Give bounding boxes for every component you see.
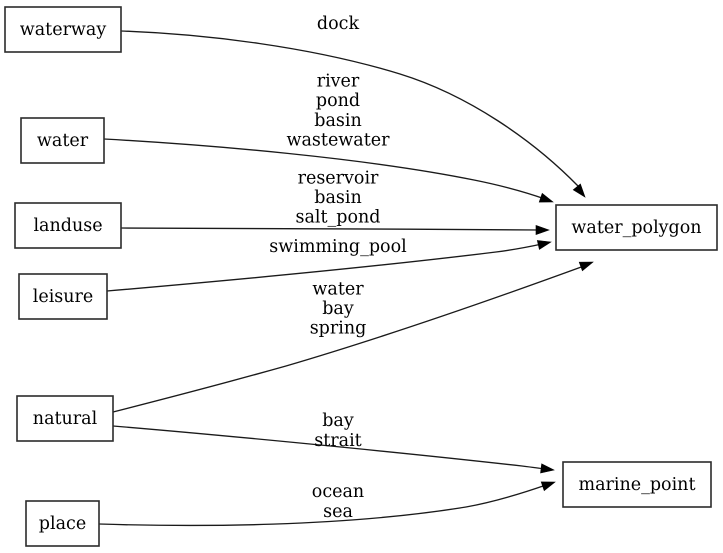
node-label-water: water: [37, 131, 89, 151]
node-natural[interactable]: natural: [16, 395, 114, 442]
edge-natural-to-water_polygon: [112, 261, 594, 413]
node-box[interactable]: [20, 117, 105, 164]
node-place[interactable]: place: [25, 500, 100, 547]
arrowhead-icon: [572, 183, 586, 198]
arrowhead-icon: [538, 192, 554, 203]
node-label-waterway: waterway: [20, 20, 107, 40]
arrowhead-icon: [540, 481, 556, 492]
edges-layer: [98, 30, 594, 527]
arrowhead-icon: [535, 224, 550, 236]
edge-line: [106, 243, 543, 292]
node-box[interactable]: [4, 6, 122, 53]
node-box[interactable]: [555, 204, 718, 251]
node-waterway[interactable]: waterway: [4, 6, 122, 53]
node-water_polygon[interactable]: water_polygon: [555, 204, 718, 251]
node-label-place: place: [39, 514, 86, 534]
node-label-water_polygon: water_polygon: [571, 218, 701, 238]
node-water[interactable]: water: [20, 117, 105, 164]
edge-waterway-to-water_polygon: [120, 30, 586, 198]
node-box[interactable]: [562, 461, 712, 508]
nodes-layer: waterway water landuse leisure natural place w…: [4, 6, 718, 547]
arrowhead-icon: [536, 240, 552, 250]
edge-line: [112, 265, 585, 413]
edge-place-to-marine_point: [98, 481, 556, 527]
node-box[interactable]: [14, 202, 122, 249]
arrowhead-icon: [578, 261, 594, 272]
node-landuse[interactable]: landuse: [14, 202, 122, 249]
edge-line: [98, 484, 547, 527]
node-box[interactable]: [16, 395, 114, 442]
node-label-marine_point: marine_point: [578, 475, 695, 495]
edge-line: [103, 138, 546, 200]
edge-leisure-to-water_polygon: [106, 240, 552, 292]
node-label-natural: natural: [33, 409, 98, 429]
edge-label-leisure-to-water_polygon: swimming_pool: [269, 237, 407, 257]
edge-landuse-to-water_polygon: [120, 224, 550, 236]
edge-label-waterway-to-water_polygon: dock: [317, 14, 360, 34]
node-label-landuse: landuse: [33, 216, 102, 236]
edge-line: [112, 425, 546, 470]
edge-line: [120, 30, 579, 187]
edge-line: [120, 227, 541, 231]
edge-water-to-water_polygon: [103, 138, 554, 203]
edge-natural-to-marine_point: [112, 425, 555, 474]
node-marine_point[interactable]: marine_point: [562, 461, 712, 508]
node-label-leisure: leisure: [33, 287, 94, 307]
node-box[interactable]: [18, 273, 108, 320]
arrowhead-icon: [540, 463, 555, 474]
node-leisure[interactable]: leisure: [18, 273, 108, 320]
node-box[interactable]: [25, 500, 100, 547]
